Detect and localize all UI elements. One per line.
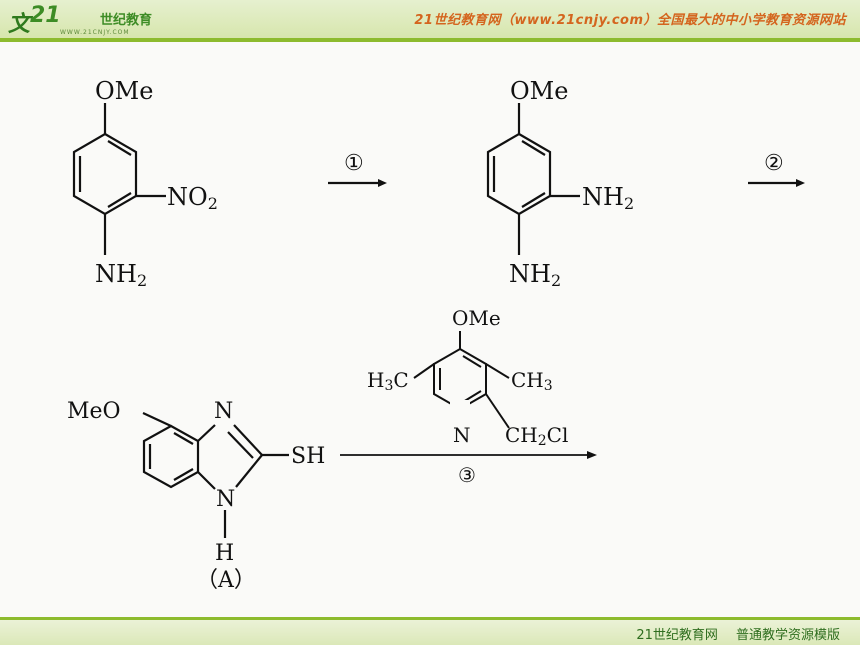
compound-a-bond <box>197 471 216 490</box>
reagent-bond-ch2cl <box>485 393 510 429</box>
reagent-ch2cl-label: CH2Cl <box>505 423 568 449</box>
reagent-n-mask <box>450 400 470 420</box>
logo-title: 世纪教育 <box>100 13 153 28</box>
slide-header: 文 21 世纪教育 WWW.21CNJY.COM 21世纪教育网（www.21c… <box>0 0 860 38</box>
compound-a-benzene-ring <box>142 424 200 489</box>
compound-a-n-bottom-label: N <box>216 487 235 512</box>
reagent-h3c-label: H3C <box>367 368 409 394</box>
reagent-ch3-label: CH3 <box>511 368 553 394</box>
logo-number: 21 <box>30 3 61 28</box>
footer-text: 21世纪教育网 普通教学资源模版 <box>636 628 840 643</box>
compound-1-structure <box>72 103 166 255</box>
compound-2-ome-label: OMe <box>510 77 568 105</box>
compound-2-ring <box>486 132 552 216</box>
compound-a-meo-label: MeO <box>67 399 121 424</box>
header-slogan: 21世纪教育网（www.21cnjy.com）全国最大的中小学教育资源网站 <box>414 13 846 28</box>
reagent-double-bond <box>462 355 482 368</box>
compound-a-structure <box>142 412 289 538</box>
compound-a-h-label: H <box>215 541 234 566</box>
compound-a-double-bond <box>173 432 194 445</box>
compound-2-structure <box>486 103 580 255</box>
arrow-head-icon <box>378 179 387 187</box>
compound-2-amino-bottom-label: NH2 <box>509 260 561 290</box>
compound-a-bond <box>233 424 263 456</box>
step-1-label: ① <box>344 151 364 176</box>
compound-a-double-bond <box>173 468 194 481</box>
compound-2-double-bond <box>521 140 546 156</box>
logo-url: WWW.21CNJY.COM <box>60 29 130 36</box>
compound-1-double-bond <box>107 140 132 156</box>
compound-a-n-top-label: N <box>214 399 233 424</box>
step-2-label: ② <box>764 151 784 176</box>
reagent-structure <box>413 331 510 429</box>
compound-a-bond-ome <box>142 412 172 427</box>
reagent-n-label: N <box>453 423 471 447</box>
reagent-ome-label: OMe <box>452 306 501 330</box>
compound-a-label: （A） <box>196 568 256 593</box>
compound-a-bond <box>235 454 263 488</box>
compound-1-nitro-label: NO2 <box>167 183 218 213</box>
header-divider <box>0 38 860 42</box>
step-3-label: ③ <box>458 463 476 487</box>
compound-a-bond <box>197 424 216 442</box>
compound-2-double-bond <box>521 192 546 208</box>
compound-a-double-bond <box>227 431 254 459</box>
compound-2-amino-right-label: NH2 <box>582 183 634 213</box>
compound-1-double-bond <box>107 192 132 208</box>
compound-1-ring <box>72 132 138 216</box>
slide-footer: 21世纪教育网 普通教学资源模版 <box>0 620 860 645</box>
compound-1-ome-label: OMe <box>95 77 153 105</box>
compound-a-sh-label: SH <box>291 444 325 469</box>
compound-1-amino-label: NH2 <box>95 260 147 290</box>
arrow-head-icon <box>796 179 805 187</box>
reagent-bond-h3c <box>413 363 435 379</box>
arrow-head-icon <box>587 451 597 459</box>
footer-divider <box>0 617 860 620</box>
logo-icon: 文 <box>8 12 31 37</box>
reagent-bond-ch3 <box>485 363 510 379</box>
